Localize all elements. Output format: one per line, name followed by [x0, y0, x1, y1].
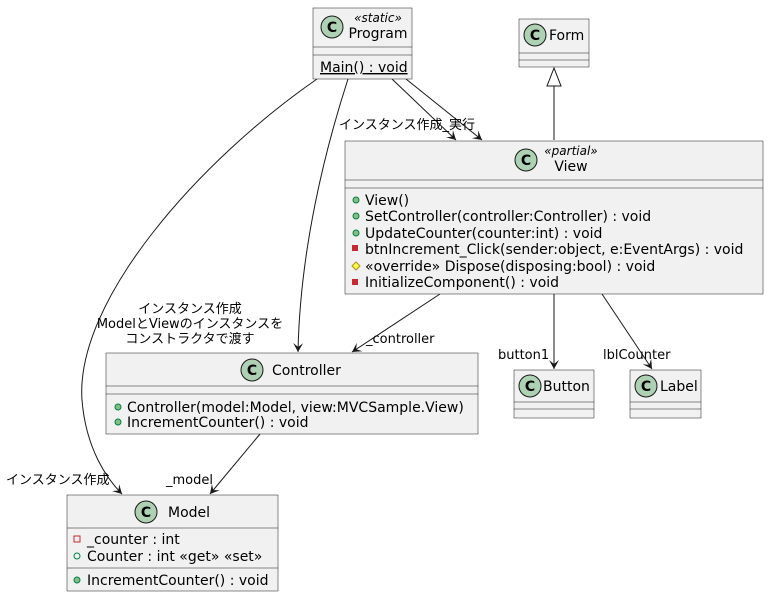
class-form[interactable]: C Form — [518, 18, 590, 68]
class-badge-icon — [523, 23, 547, 47]
label-name: Label — [660, 379, 698, 395]
class-badge-icon — [518, 374, 542, 398]
class-badge-letter: C — [530, 28, 540, 44]
private-visibility-icon — [352, 245, 358, 251]
view-method: btnIncrement_Click(sender:object, e:Even… — [365, 242, 743, 258]
model-field: Counter : int «get» «set» — [87, 549, 262, 565]
controller-method: IncrementCounter() : void — [127, 415, 309, 431]
public-visibility-icon — [352, 196, 360, 204]
class-controller[interactable]: C Controller Controller(model:Model, vie… — [105, 352, 479, 435]
public-visibility-icon — [114, 418, 122, 426]
public-visibility-icon — [73, 576, 81, 584]
view-method: UpdateCounter(counter:int) : void — [365, 226, 602, 242]
model-field: _counter : int — [86, 532, 180, 548]
button-name: Button — [543, 379, 590, 395]
edge-program-model — [81, 78, 318, 495]
model-method: IncrementCounter() : void — [87, 573, 269, 589]
public-visibility-icon — [73, 552, 81, 560]
label-label-role: lblCounter — [603, 348, 671, 363]
edge-program-view-2 — [405, 78, 483, 141]
protected-visibility-icon — [351, 261, 361, 271]
class-badge-icon — [320, 15, 344, 39]
class-model[interactable]: C Model _counter : int Counter : int «ge… — [66, 494, 279, 592]
class-view[interactable]: C «partial» View View() SetController(co… — [344, 140, 764, 295]
controller-name: Controller — [272, 363, 341, 379]
class-badge-letter: C — [327, 20, 337, 36]
class-badge-icon — [634, 374, 658, 398]
edge-view-controller — [351, 293, 441, 353]
edge-view-label — [601, 293, 653, 370]
view-name: View — [554, 159, 587, 175]
private-visibility-icon — [352, 279, 358, 285]
class-badge-letter: C — [521, 153, 531, 169]
class-badge-letter: C — [141, 505, 151, 521]
public-visibility-icon — [114, 403, 122, 411]
class-badge-icon — [240, 358, 264, 382]
label-controller-note-2: ModelとViewのインスタンスを — [97, 317, 283, 332]
view-method: View() — [365, 193, 409, 209]
class-badge-icon — [134, 500, 158, 524]
view-method: InitializeComponent() : void — [365, 275, 559, 291]
edge-program-view-1 — [391, 78, 457, 141]
label-instantiate-execute: インスタンス作成_実行 — [339, 117, 475, 133]
edge-controller-model — [209, 433, 261, 495]
program-name: Program — [348, 26, 407, 42]
edge-program-controller — [293, 78, 349, 353]
label-controller-note-1: インスタンス作成 — [138, 302, 241, 317]
program-stereotype: «static» — [354, 11, 402, 25]
class-program[interactable]: C «static» Program Main() : void — [312, 7, 413, 80]
private-visibility-icon — [73, 535, 81, 543]
class-badge-letter: C — [525, 379, 535, 395]
label-controller-note-3: コンストラクタで渡す — [125, 331, 254, 347]
label-program-model: インスタンス作成 — [6, 473, 109, 488]
generalization-arrow — [546, 66, 562, 87]
label-controller-model: _model — [165, 473, 213, 488]
controller-method: Controller(model:Model, view:MVCSample.V… — [127, 400, 464, 416]
label-button-role: button1 — [498, 348, 549, 363]
public-visibility-icon — [352, 229, 360, 237]
class-label[interactable]: C Label — [629, 369, 702, 419]
label-view-controller: _controller — [365, 332, 435, 347]
class-badge-icon — [514, 148, 538, 172]
class-badge-letter: C — [247, 363, 257, 379]
class-badge-letter: C — [641, 379, 651, 395]
form-name: Form — [549, 28, 584, 44]
view-stereotype: «partial» — [544, 144, 597, 158]
program-method-main: Main() : void — [320, 60, 408, 76]
view-method: «override» Dispose(disposing:bool) : voi… — [365, 259, 655, 275]
model-name: Model — [168, 505, 210, 521]
public-visibility-icon — [352, 212, 360, 220]
class-button[interactable]: C Button — [513, 369, 595, 419]
view-method: SetController(controller:Controller) : v… — [365, 209, 651, 225]
